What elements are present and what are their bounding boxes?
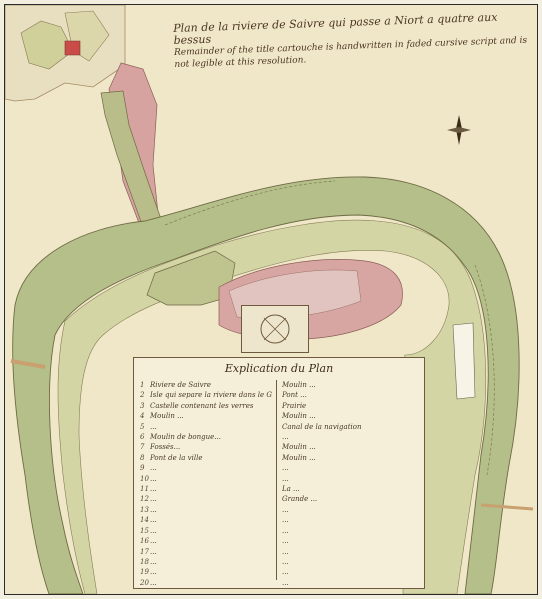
legend-entry: ... xyxy=(282,547,289,556)
legend-entry: ... xyxy=(282,464,289,473)
legend-entry: ... xyxy=(282,578,289,587)
legend-entry: Prairie xyxy=(282,401,307,410)
legend-entry: ... xyxy=(282,474,289,483)
map-frame: Plan de la riviere de Saivre qui passe a… xyxy=(4,4,538,595)
legend-entry: 9... xyxy=(140,464,157,473)
legend-entry: Moulin ... xyxy=(282,381,316,389)
legend-entry: ... xyxy=(282,505,289,514)
legend-divider xyxy=(276,380,277,580)
legend-entry: 16... xyxy=(140,537,157,546)
legend-entry: La ... xyxy=(282,485,300,494)
legend-entry: ... xyxy=(282,568,289,577)
legend-entry: Canal de la navigation xyxy=(282,422,362,431)
legend-entry: 13... xyxy=(140,505,157,514)
legend-entry: 20... xyxy=(140,578,157,587)
legend-right-column: Moulin ... Pont ... Prairie Moulin ... C… xyxy=(282,380,420,588)
legend-entry: 5... xyxy=(140,422,157,431)
legend-entry: 14... xyxy=(140,516,157,525)
legend-entry: ... xyxy=(282,526,289,535)
legend-entry: ... xyxy=(282,433,289,442)
legend-entry: Moulin ... xyxy=(282,412,316,421)
legend-entry: 15... xyxy=(140,526,157,535)
legend-entry: Pont ... xyxy=(282,391,307,400)
legend-entry: ... xyxy=(282,537,289,546)
legend-entry: 19... xyxy=(140,568,157,577)
legend-entry: ... xyxy=(282,516,289,525)
legend-entry: Moulin ... xyxy=(282,453,316,462)
legend-entry: 12... xyxy=(140,495,157,504)
legend-entry: 10... xyxy=(140,474,157,483)
coat-of-arms-icon xyxy=(241,305,309,353)
legend-entry: 17... xyxy=(140,547,157,556)
legend-entry: Grande ... xyxy=(282,495,318,504)
legend-entry: ... xyxy=(282,557,289,566)
legend-heading: Explication du Plan xyxy=(224,362,334,375)
legend-entry: 18... xyxy=(140,557,157,566)
legend-entry: 11... xyxy=(140,485,157,494)
legend-entry: Moulin ... xyxy=(282,443,316,452)
